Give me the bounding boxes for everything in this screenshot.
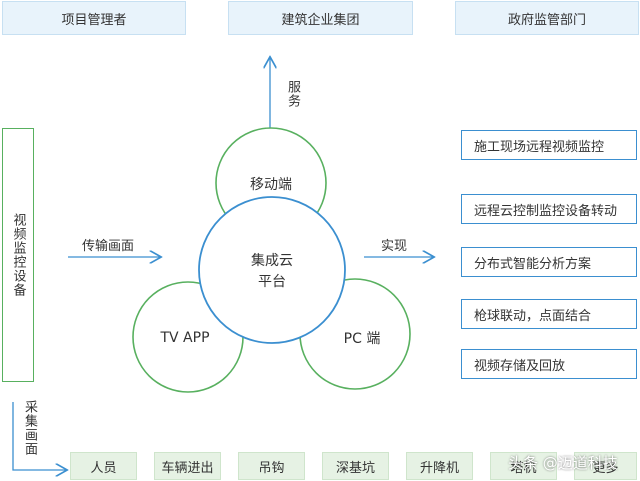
feature-storage-playback: 视频存储及回放 <box>461 349 637 379</box>
scene-label: 吊钩 <box>258 460 285 476</box>
center-label-line1: 集成云 <box>251 253 293 269</box>
center-circle <box>198 196 346 344</box>
top-box-construction-group: 建筑企业集团 <box>228 1 413 35</box>
scene-elevator: 升降机 <box>406 452 473 480</box>
scene-label: 深基坑 <box>335 460 375 476</box>
center-label-line2: 平台 <box>258 274 286 290</box>
top-box-label: 政府监管部门 <box>507 12 586 28</box>
top-box-label: 建筑企业集团 <box>281 12 360 28</box>
watermark: 头条 @迈道科技 <box>508 454 618 472</box>
service-label-text: 服务 <box>285 80 300 108</box>
realize-label: 实现 <box>381 239 408 254</box>
collect-label-text: 采集画面 <box>22 400 37 456</box>
scene-label: 塔机 <box>510 460 537 476</box>
tv-app-label: TV APP <box>160 330 210 346</box>
feature-smart-analysis: 分布式智能分析方案 <box>461 247 637 277</box>
scene-more: 更多 <box>574 452 637 480</box>
feature-label: 分布式智能分析方案 <box>474 256 592 272</box>
transmit-label: 传输画面 <box>82 239 135 254</box>
top-box-government: 政府监管部门 <box>455 1 639 35</box>
scene-tower-crane: 塔机 <box>490 452 557 480</box>
top-box-project-manager: 项目管理者 <box>2 1 186 35</box>
scene-label: 升降机 <box>419 460 459 476</box>
mobile-label: 移动端 <box>250 177 292 193</box>
scene-personnel: 人员 <box>70 452 137 480</box>
feature-label: 远程云控制监控设备转动 <box>474 203 618 219</box>
feature-label: 视频存储及回放 <box>474 358 566 374</box>
scene-deep-pit: 深基坑 <box>322 452 389 480</box>
collect-label: 采集画面 <box>20 400 39 460</box>
feature-label: 施工现场远程视频监控 <box>474 139 605 155</box>
scene-label: 人员 <box>90 460 117 476</box>
feature-label: 枪球联动，点面结合 <box>474 308 592 324</box>
top-box-label: 项目管理者 <box>61 12 127 28</box>
feature-linkage: 枪球联动，点面结合 <box>461 299 637 329</box>
scene-hook: 吊钩 <box>238 452 305 480</box>
collect-arrow <box>12 402 66 470</box>
service-label: 服务 <box>283 80 302 112</box>
feature-remote-control: 远程云控制监控设备转动 <box>461 194 637 224</box>
feature-remote-video: 施工现场远程视频监控 <box>461 130 637 160</box>
scene-vehicles: 车辆进出 <box>154 452 221 480</box>
scene-label: 车辆进出 <box>161 460 214 476</box>
side-box-label: 视频监控设备 <box>10 213 26 297</box>
pc-label: PC 端 <box>343 331 381 347</box>
scene-label: 更多 <box>592 460 619 476</box>
side-box-video-devices: 视频监控设备 <box>2 128 34 382</box>
